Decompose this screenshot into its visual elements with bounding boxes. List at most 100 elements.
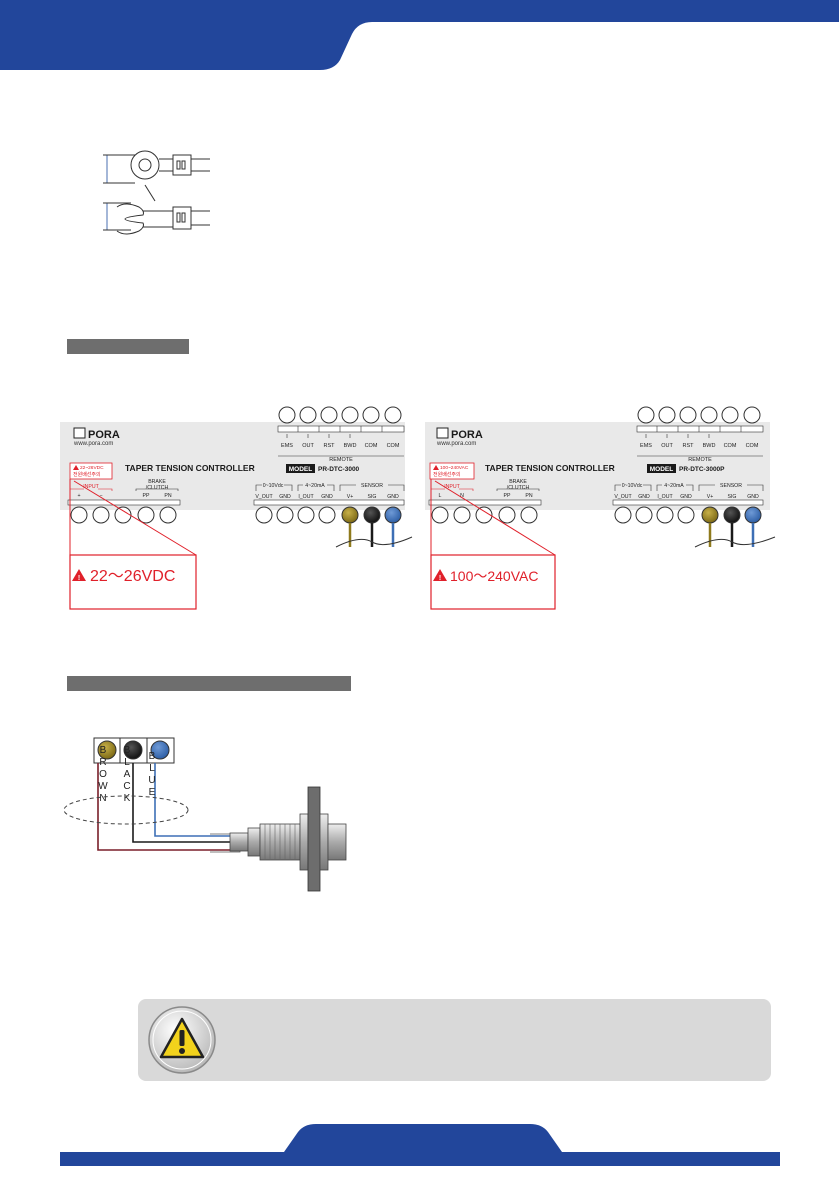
terminal-screw-10-brown <box>341 506 359 524</box>
terminal-screw-15 <box>637 406 655 424</box>
wire-terminal-brown <box>97 740 117 760</box>
model-badge: MODEL <box>289 466 313 473</box>
terminal-screw-10-brown <box>701 506 719 524</box>
terminal-screw-16 <box>299 406 317 424</box>
brand-logo: PORA <box>88 429 120 441</box>
terminal-screw-4 <box>137 506 155 524</box>
terminal-screw-3 <box>475 506 493 524</box>
terminal-screw-15 <box>278 406 296 424</box>
terminal-screw-18 <box>700 406 718 424</box>
label-v-out: V_OUT <box>614 494 632 500</box>
label-pn: PN <box>164 493 171 499</box>
website-text: www.pora.com <box>436 441 476 447</box>
wire-terminal-blue <box>150 740 170 760</box>
terminal-screw-7 <box>276 506 294 524</box>
label-sig: SIG <box>368 494 377 500</box>
big-warning-voltage: 22～26VDC <box>90 568 175 585</box>
terminal-screw-6 <box>614 506 632 524</box>
terminal-screw-17 <box>679 406 697 424</box>
small-warning-voltage: 22~26VDC <box>80 465 104 471</box>
label-pp: PP <box>143 493 150 499</box>
label-input-plus: + <box>77 493 80 499</box>
model-number: PR-DTC-3000P <box>679 466 725 473</box>
small-warning-voltage: 100~240VAC <box>440 465 469 471</box>
terminal-screw-19 <box>362 406 380 424</box>
label-i-out: I_OUT <box>657 494 673 500</box>
sensor-wiring-diagram: BROWN BLACK BLUE <box>63 737 347 892</box>
label-input: INPUT <box>444 484 460 490</box>
terminal-screw-11-black <box>723 506 741 524</box>
label-sig: SIG <box>728 494 737 500</box>
crimp-terminal-diagram <box>103 150 210 235</box>
terminal-screw-7 <box>635 506 653 524</box>
terminal-screw-2 <box>92 506 110 524</box>
label-com-2: COM <box>746 443 759 449</box>
terminal-screw-18 <box>341 406 359 424</box>
controller-panel-dc: EMS OUT RST BWD COM COM REMOTE PORA www.… <box>60 406 413 610</box>
label-input-minus: − <box>99 493 102 499</box>
label-bwd: BWD <box>344 443 357 449</box>
header-band <box>0 0 839 70</box>
model-number: PR-DTC-3000 <box>318 466 360 473</box>
label-com-1: COM <box>365 443 378 449</box>
wire-terminal-black <box>123 740 143 760</box>
label-gnd-c: GND <box>387 494 399 500</box>
label-sensor: SENSOR <box>361 483 383 489</box>
terminal-screw-17 <box>320 406 338 424</box>
label-gnd-b: GND <box>680 494 692 500</box>
terminal-screw-3 <box>114 506 132 524</box>
label-v-plus: V+ <box>707 494 714 500</box>
terminal-screw-19 <box>721 406 739 424</box>
label-com-1: COM <box>724 443 737 449</box>
label-sensor: SENSOR <box>720 483 742 489</box>
terminal-screw-8 <box>656 506 674 524</box>
terminal-screw-5 <box>520 506 538 524</box>
wire-label-black: BLACK <box>122 745 133 805</box>
label-out: OUT <box>661 443 673 449</box>
label-current-range: 4~20mA <box>664 483 684 489</box>
label-voltage-range: 0~10Vdc <box>622 483 643 489</box>
terminal-screw-1 <box>70 506 88 524</box>
terminal-screw-9 <box>677 506 695 524</box>
label-voltage-range: 0~10Vdc <box>263 483 284 489</box>
terminal-screw-11-black <box>363 506 381 524</box>
caution-notice-box <box>138 999 771 1081</box>
terminal-screw-4 <box>498 506 516 524</box>
svg-text:!: ! <box>78 575 80 582</box>
label-bwd: BWD <box>703 443 716 449</box>
label-brake: BRAKE <box>509 479 527 485</box>
label-clutch: /CLUTCH <box>146 485 169 491</box>
label-v-out: V_OUT <box>255 494 273 500</box>
label-clutch: /CLUTCH <box>507 485 530 491</box>
label-pn: PN <box>525 493 532 499</box>
controller-panel-ac: EMS OUT RST BWD COM COM REMOTE PORA www.… <box>425 406 776 610</box>
label-pp: PP <box>504 493 511 499</box>
label-ems: EMS <box>640 443 652 449</box>
label-com-2: COM <box>387 443 400 449</box>
label-i-out: I_OUT <box>298 494 314 500</box>
label-ems: EMS <box>281 443 293 449</box>
label-gnd-a: GND <box>638 494 650 500</box>
svg-text:!: ! <box>439 575 441 582</box>
label-gnd-c: GND <box>747 494 759 500</box>
small-warning-caution: 전원배선주의 <box>433 471 461 478</box>
warning-triangle-icon <box>148 1006 216 1074</box>
terminal-screw-6 <box>255 506 273 524</box>
terminal-screw-20 <box>384 406 402 424</box>
label-input-n: N <box>460 493 464 499</box>
label-gnd-a: GND <box>279 494 291 500</box>
label-input-l: L <box>439 493 442 499</box>
label-brake: BRAKE <box>148 479 166 485</box>
footer-band <box>60 1124 780 1166</box>
label-rst: RST <box>683 443 695 449</box>
section-header-bar-wiring <box>67 339 189 354</box>
wire-label-blue: BLUE <box>147 751 158 799</box>
terminal-screw-12-blue <box>384 506 402 524</box>
small-warning-caution: 전원배선주의 <box>73 471 101 478</box>
terminal-screw-12-blue <box>744 506 762 524</box>
model-badge: MODEL <box>650 466 674 473</box>
label-gnd-b: GND <box>321 494 333 500</box>
terminal-screw-9 <box>318 506 336 524</box>
terminal-screw-20 <box>743 406 761 424</box>
section-header-bar-sensor <box>67 676 351 691</box>
